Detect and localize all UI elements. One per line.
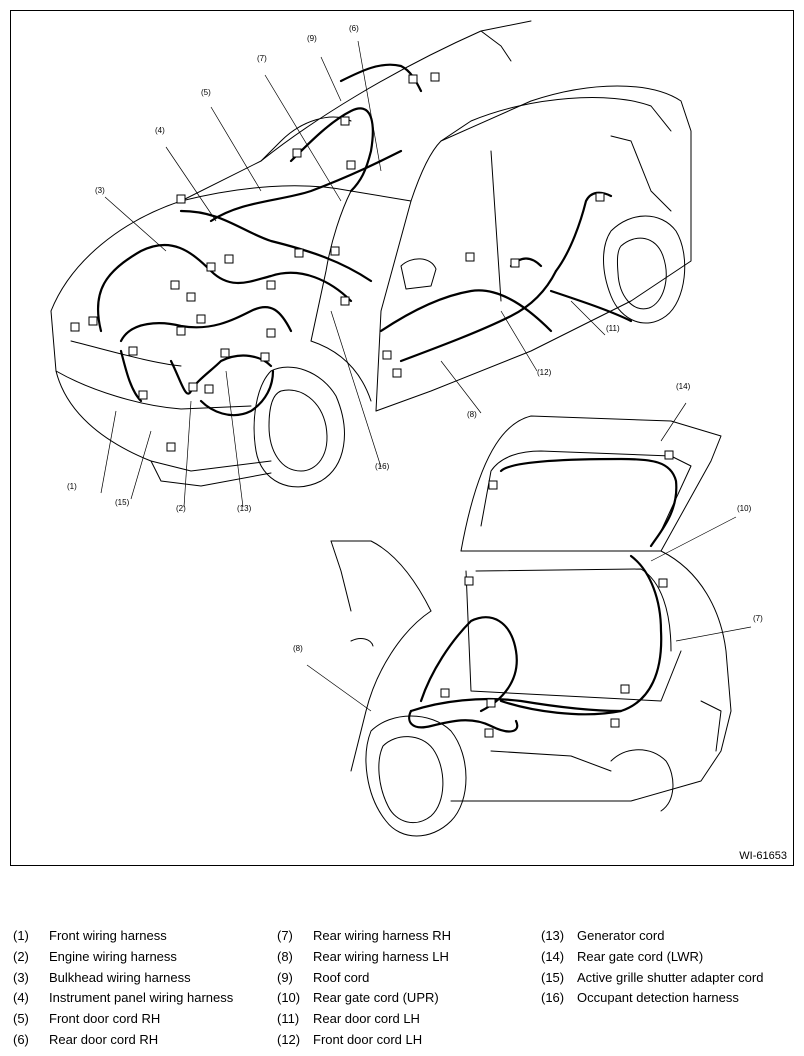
rear-vehicle-outline [330,415,732,837]
legend-label: Engine wiring harness [49,949,177,964]
legend-label: Instrument panel wiring harness [49,990,234,1005]
legend-label: Rear door cord RH [49,1032,159,1047]
callout-13: (13) [237,504,252,513]
leader-lines [100,40,752,712]
callout-8-rear: (8) [293,644,303,653]
callout-6: (6) [349,24,359,33]
callout-12: (12) [537,368,552,377]
legend-label: Active grille shutter adapter cord [577,970,764,985]
legend-num: (1) [13,928,29,943]
legend-num: (14) [541,949,565,964]
legend-num: (9) [277,970,293,985]
wiring-diagram: (1) (2) (3) (4) (5) (6) (7) (8) (9) (10)… [50,20,763,837]
callout-labels: (1) (2) (3) (4) (5) (6) (7) (8) (9) (10)… [67,24,763,653]
callout-2: (2) [176,504,186,513]
legend-label: Rear wiring harness RH [313,928,451,943]
legend-num: (10) [277,990,301,1005]
legend-num: (8) [277,949,293,964]
legend-num: (5) [13,1011,29,1026]
harness-lines [96,63,678,733]
legend: (1) Front wiring harness (2) Engine wiring… [0,922,804,1052]
legend-num: (16) [541,990,565,1005]
callout-16: (16) [375,462,390,471]
legend-label: Rear gate cord (LWR) [577,949,704,964]
legend-label: Front door cord LH [313,1032,423,1047]
legend-label: Front wiring harness [49,928,167,943]
callout-4: (4) [155,126,165,135]
legend-num: (3) [13,970,29,985]
callout-10: (10) [737,504,752,513]
callout-3: (3) [95,186,105,195]
legend-label: Front door cord RH [49,1011,161,1026]
legend-label: Rear wiring harness LH [313,949,449,964]
legend-num: (4) [13,990,29,1005]
callout-9: (9) [307,34,317,43]
legend-num: (11) [277,1011,300,1026]
callout-1: (1) [67,482,77,491]
figure-id: WI-61653 [739,850,787,862]
callout-7-rear: (7) [753,614,763,623]
legend-label: Bulkhead wiring harness [49,970,191,985]
legend-label: Roof cord [313,970,370,985]
legend-label: Rear door cord LH [313,1011,420,1026]
connectors [70,72,674,738]
callout-7: (7) [257,54,267,63]
legend-num: (7) [277,928,293,943]
legend-num: (12) [277,1032,301,1047]
callout-11: (11) [606,324,620,333]
diagram-frame: (1) (2) (3) (4) (5) (6) (7) (8) (9) (10)… [10,10,794,866]
legend-num: (13) [541,928,565,943]
callout-8: (8) [467,410,477,419]
legend-label: Generator cord [577,928,665,943]
callout-14: (14) [676,382,691,391]
front-vehicle-outline [50,20,692,488]
legend-num: (6) [13,1032,29,1047]
legend-num: (2) [13,949,29,964]
legend-label: Occupant detection harness [577,990,739,1005]
callout-5: (5) [201,88,211,97]
legend-label: Rear gate cord (UPR) [313,990,439,1005]
callout-15: (15) [115,498,130,507]
legend-num: (15) [541,970,565,985]
